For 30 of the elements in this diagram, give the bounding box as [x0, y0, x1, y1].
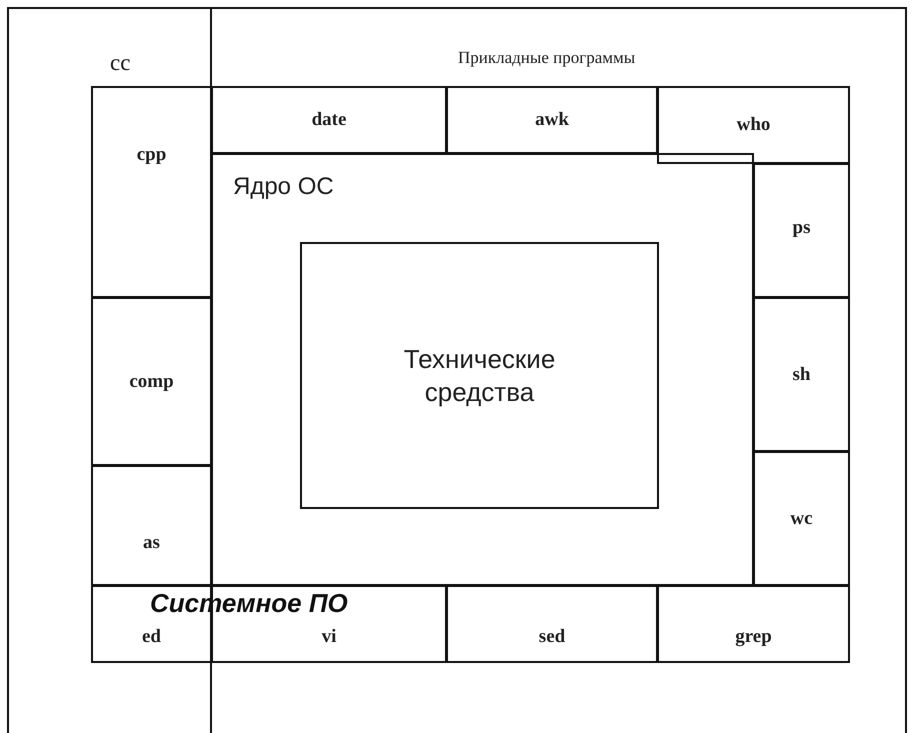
- layer-title: Прикладные программы: [458, 48, 636, 68]
- program-cell: [91, 297, 212, 466]
- label: cc: [110, 50, 130, 76]
- program-cell: [446, 86, 658, 154]
- kernel-box: [211, 153, 754, 586]
- program-name: sed: [538, 626, 566, 648]
- program-name: as: [143, 532, 160, 554]
- program-cell: [91, 465, 212, 586]
- program-cell: [753, 451, 850, 586]
- program-name: wc: [790, 508, 813, 530]
- program-name: comp: [129, 370, 174, 392]
- hardware-box: [300, 242, 659, 509]
- program-name: who: [736, 114, 770, 136]
- program-cell: [446, 585, 658, 663]
- program-name: ed: [142, 626, 161, 648]
- layer-title: Технические средства: [402, 343, 556, 408]
- program-cell: [753, 163, 850, 298]
- program-name: awk: [535, 109, 569, 131]
- program-name: vi: [322, 626, 336, 648]
- program-name: ps: [792, 217, 810, 239]
- program-cell: [753, 297, 850, 452]
- program-cell: [91, 86, 212, 298]
- program-cell: [657, 86, 850, 164]
- layer-title: Ядро ОС: [233, 173, 334, 201]
- program-cell: [211, 86, 447, 154]
- program-name: cpp: [136, 144, 166, 166]
- program-cell: [657, 585, 850, 663]
- program-name: date: [312, 109, 346, 131]
- program-name: grep: [735, 626, 772, 648]
- program-name: sh: [792, 364, 810, 386]
